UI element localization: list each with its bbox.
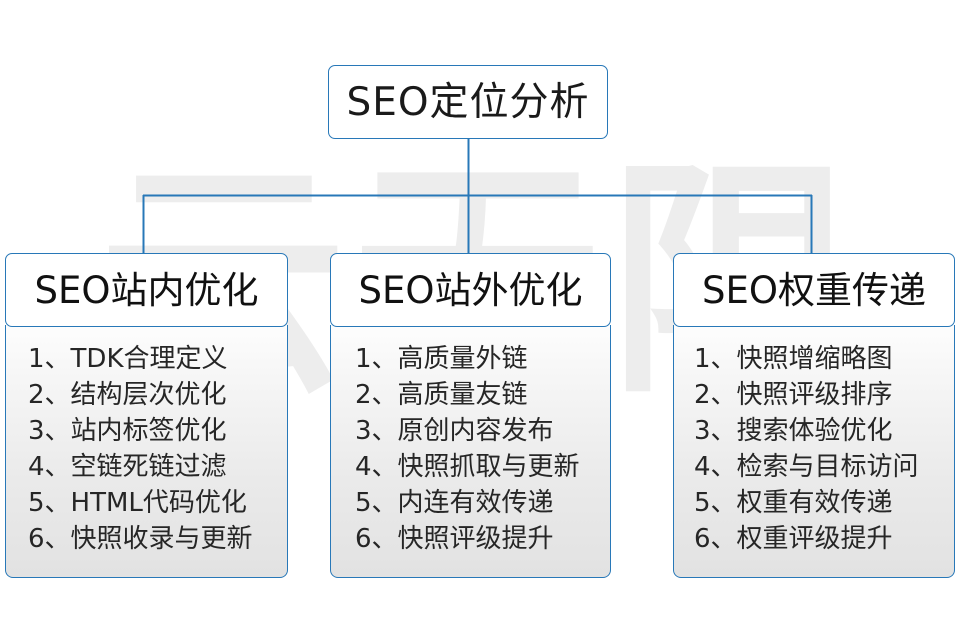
item-list-weight: 1、快照增缩略图 2、快照评级排序 3、搜索体验优化 4、检索与目标访问 5、权…	[674, 341, 954, 557]
branch-header-offsite[interactable]: SEO站外优化	[330, 253, 611, 327]
branch-column-offsite: SEO站外优化 1、高质量外链 2、高质量友链 3、原创内容发布 4、快照抓取与…	[330, 253, 611, 578]
branch-title-offsite: SEO站外优化	[358, 268, 583, 312]
root-node-seo-positioning[interactable]: SEO定位分析	[328, 65, 608, 139]
list-item: 1、快照增缩略图	[694, 344, 893, 374]
list-item: 6、快照评级提升	[355, 524, 554, 554]
root-node-title: SEO定位分析	[346, 79, 590, 125]
list-item: 3、搜索体验优化	[694, 416, 893, 446]
branch-header-weight[interactable]: SEO权重传递	[673, 253, 955, 327]
list-item: 3、原创内容发布	[355, 416, 554, 446]
list-item: 3、站内标签优化	[28, 416, 227, 446]
branch-title-onsite: SEO站内优化	[34, 268, 259, 312]
branch-body-onsite: 1、TDK合理定义 2、结构层次优化 3、站内标签优化 4、空链死链过滤 5、H…	[5, 325, 288, 578]
branch-column-onsite: SEO站内优化 1、TDK合理定义 2、结构层次优化 3、站内标签优化 4、空链…	[5, 253, 288, 578]
branch-header-onsite[interactable]: SEO站内优化	[5, 253, 288, 327]
list-item: 2、高质量友链	[355, 380, 528, 410]
list-item: 2、快照评级排序	[694, 380, 893, 410]
list-item: 1、TDK合理定义	[28, 344, 228, 374]
list-item: 2、结构层次优化	[28, 380, 227, 410]
list-item: 4、快照抓取与更新	[355, 452, 580, 482]
list-item: 6、快照收录与更新	[28, 524, 253, 554]
list-item: 5、HTML代码优化	[28, 488, 247, 518]
branch-body-weight: 1、快照增缩略图 2、快照评级排序 3、搜索体验优化 4、检索与目标访问 5、权…	[673, 325, 955, 578]
branch-title-weight: SEO权重传递	[702, 268, 926, 312]
branch-column-weight: SEO权重传递 1、快照增缩略图 2、快照评级排序 3、搜索体验优化 4、检索与…	[673, 253, 955, 578]
list-item: 6、权重评级提升	[694, 524, 893, 554]
branch-body-offsite: 1、高质量外链 2、高质量友链 3、原创内容发布 4、快照抓取与更新 5、内连有…	[330, 325, 611, 578]
list-item: 5、权重有效传递	[694, 488, 893, 518]
list-item: 4、检索与目标访问	[694, 452, 919, 482]
item-list-offsite: 1、高质量外链 2、高质量友链 3、原创内容发布 4、快照抓取与更新 5、内连有…	[331, 341, 610, 557]
list-item: 5、内连有效传递	[355, 488, 554, 518]
list-item: 4、空链死链过滤	[28, 452, 227, 482]
item-list-onsite: 1、TDK合理定义 2、结构层次优化 3、站内标签优化 4、空链死链过滤 5、H…	[6, 341, 287, 557]
list-item: 1、高质量外链	[355, 344, 528, 374]
